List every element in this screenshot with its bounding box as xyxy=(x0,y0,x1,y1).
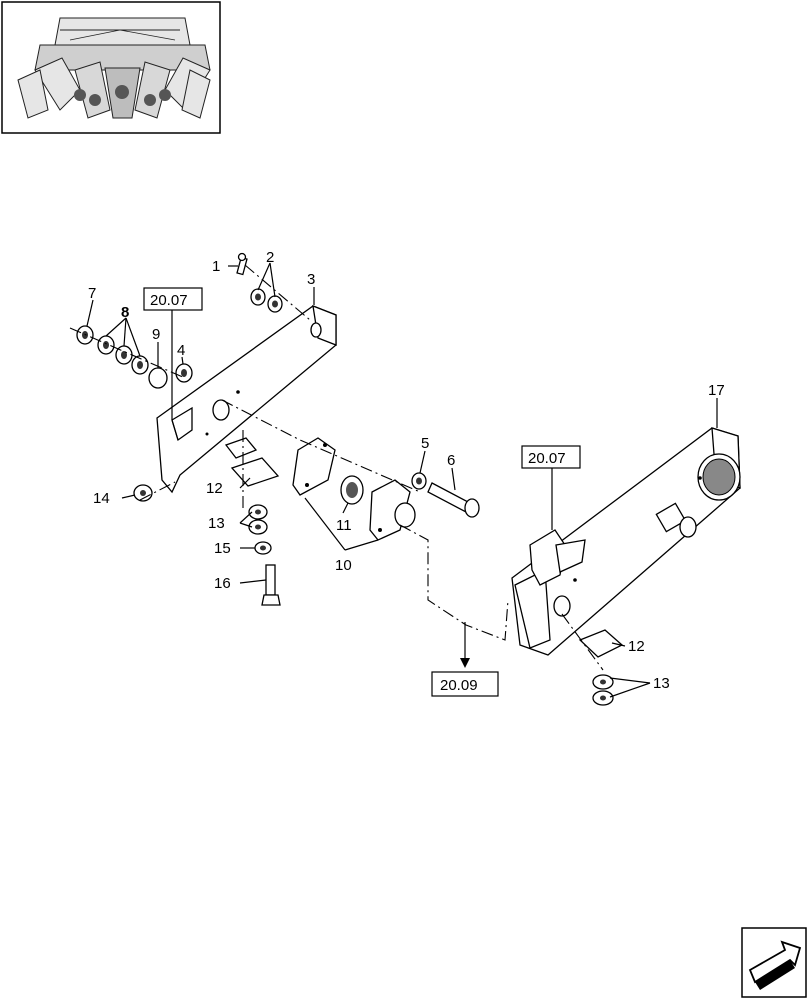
callout-13-right: 13 xyxy=(653,675,670,692)
reference-left-label: 20.07 xyxy=(150,292,188,309)
callout-2: 2 xyxy=(266,249,274,266)
bracket-plate-3 xyxy=(156,304,337,494)
bolt-16 xyxy=(261,564,281,606)
callout-5: 5 xyxy=(421,435,429,452)
nut-14 xyxy=(133,484,153,502)
callout-16: 16 xyxy=(214,575,231,592)
pin-1 xyxy=(236,252,248,276)
callout-12-right: 12 xyxy=(628,638,645,655)
washer-5 xyxy=(411,472,427,490)
washers-13-right xyxy=(592,674,614,706)
callout-1: 1 xyxy=(212,258,220,275)
callout-9: 9 xyxy=(152,326,160,343)
washers-8 xyxy=(97,335,149,375)
reference-box-left[interactable]: 20.07 xyxy=(143,287,203,311)
callout-6: 6 xyxy=(447,452,455,469)
callout-17: 17 xyxy=(708,382,725,399)
callout-11: 11 xyxy=(336,517,352,534)
callout-8: 8 xyxy=(121,304,129,321)
callout-7: 7 xyxy=(88,285,96,302)
callout-12-left: 12 xyxy=(206,480,223,497)
reference-bottom-label: 20.09 xyxy=(440,677,478,694)
callout-3: 3 xyxy=(307,271,315,288)
bolt-6 xyxy=(427,482,480,518)
arm-assembly-17 xyxy=(511,427,741,656)
shim-12-left xyxy=(224,437,280,487)
callout-14: 14 xyxy=(93,490,110,507)
callout-13-left: 13 xyxy=(208,515,225,532)
washers-13-left xyxy=(248,504,268,535)
leader-lines xyxy=(86,262,718,698)
assembly-center-lines xyxy=(69,264,604,671)
reference-box-bottom[interactable]: 20.09 xyxy=(431,671,499,697)
reference-box-right[interactable]: 20.07 xyxy=(521,445,581,469)
ref-arrow-head xyxy=(460,658,470,668)
washer-15 xyxy=(254,541,272,555)
bushing-11 xyxy=(340,475,416,528)
header-machine-thumbnail xyxy=(1,1,221,134)
reference-right-label: 20.07 xyxy=(528,450,566,467)
spacer-9 xyxy=(148,367,168,389)
nut-4 xyxy=(175,363,193,383)
callout-4: 4 xyxy=(177,342,185,359)
callout-10: 10 xyxy=(335,557,352,574)
next-page-arrow-icon[interactable] xyxy=(741,927,807,998)
callout-15: 15 xyxy=(214,540,231,557)
washers-2 xyxy=(250,288,283,313)
